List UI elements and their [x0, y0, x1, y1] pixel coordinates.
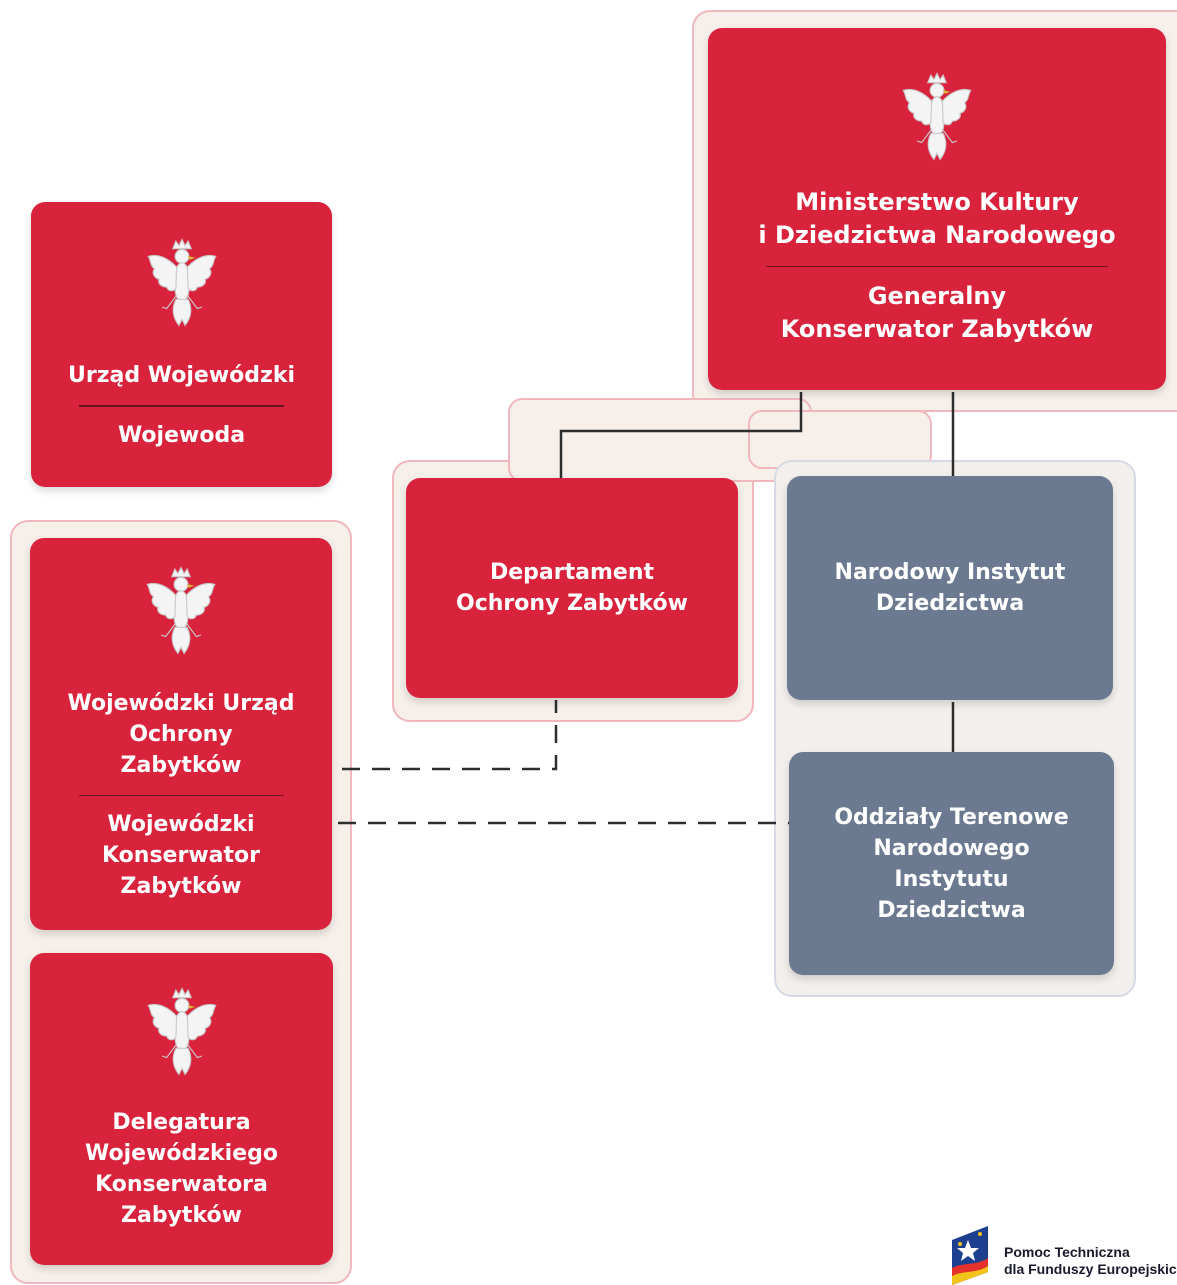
monuments-office-divider [78, 794, 284, 797]
eu-funds-logo-text: Pomoc Techniczna dla Funduszy Europejski… [1004, 1244, 1177, 1277]
monuments-office-box: Wojewódzki Urząd Ochrony Zabytków Wojewó… [30, 538, 332, 930]
voivodeship-office-divider [79, 405, 284, 407]
voivodeship-office-subtitle: Wojewoda [117, 422, 246, 448]
polish-eagle-icon [142, 566, 220, 658]
field-branches-box: Oddziały Terenowe Narodowego Instytutu D… [789, 752, 1114, 975]
ministry-box: Ministerstwo Kultury i Dziedzictwa Narod… [708, 28, 1166, 390]
ministry-to-department-line [559, 392, 803, 478]
polish-eagle-icon [143, 987, 221, 1079]
polish-eagle-icon [143, 238, 221, 330]
national-institute-box: Narodowy Instytut Dziedzictwa [787, 476, 1113, 700]
delegation-title: Delegatura Wojewódzkiego Konserwatora Za… [84, 1110, 278, 1228]
delegation-box: Delegatura Wojewódzkiego Konserwatora Za… [30, 953, 333, 1265]
ministry-title: Ministerstwo Kultury i Dziedzictwa Narod… [758, 187, 1116, 249]
voivodeship-office-title: Urząd Wojewódzki [68, 363, 295, 389]
monuments-office-subtitle: Wojewódzki Konserwator Zabytków [102, 812, 260, 900]
ministry-divider [766, 265, 1108, 268]
department-title: Departament Ochrony Zabytków [456, 560, 688, 616]
ministry-subtitle: Generalny Konserwator Zabytków [780, 282, 1094, 344]
monuments-office-title: Wojewódzki Urząd Ochrony Zabytków [67, 690, 295, 778]
department-box: Departament Ochrony Zabytków [406, 478, 738, 698]
eu-funds-logo: Pomoc Techniczna dla Funduszy Europejski… [948, 1222, 1177, 1285]
polish-eagle-icon [898, 72, 976, 164]
monuments-to-department-dashed [342, 700, 558, 771]
eu-funds-flag-icon [952, 1226, 988, 1285]
voivodeship-office-box: Urząd Wojewódzki Wojewoda [31, 202, 332, 487]
field-branches-title: Oddziały Terenowe Narodowego Instytutu D… [834, 804, 1069, 923]
national-institute-title: Narodowy Instytut Dziedzictwa [834, 560, 1066, 616]
